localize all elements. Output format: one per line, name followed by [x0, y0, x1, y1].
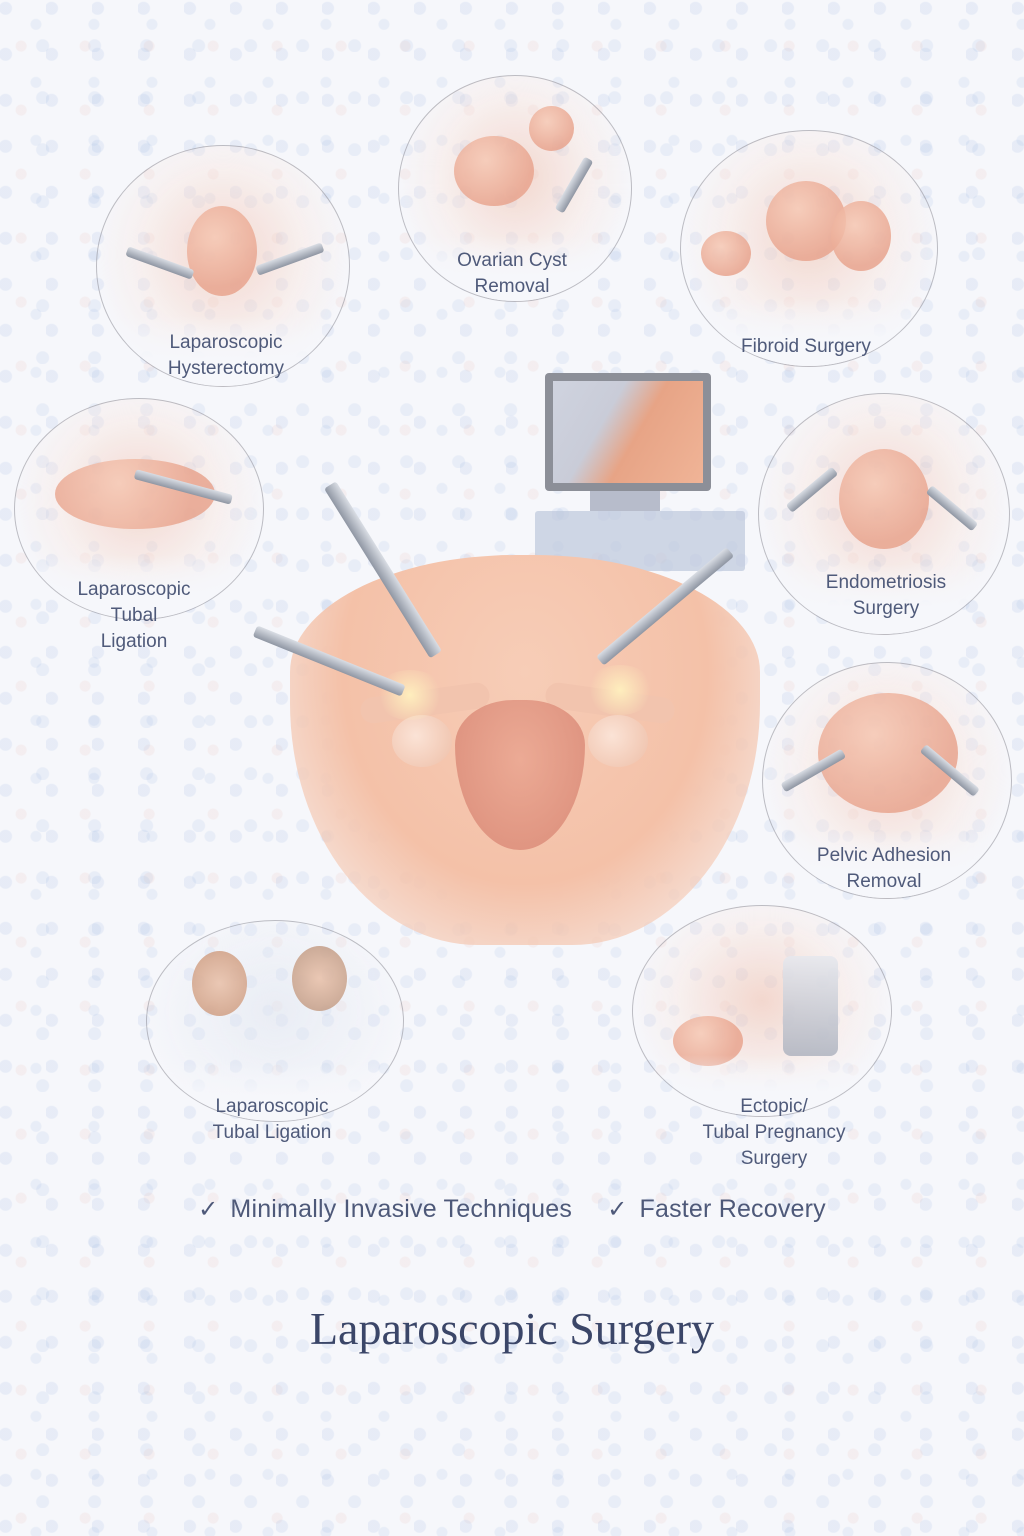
- cyst-illustration: [529, 106, 574, 151]
- uterus-illustration: [454, 136, 534, 206]
- vignette-endometriosis: [758, 393, 1010, 635]
- vignette-hysterectomy: [96, 145, 350, 387]
- fibroid-illustration: [701, 231, 751, 276]
- label-pelvic-adhesion: Pelvic Adhesion Removal: [816, 845, 952, 892]
- monitor-screen: [553, 381, 703, 483]
- vignette-ovarian-cyst: [398, 75, 632, 302]
- fibroid-illustration: [831, 201, 891, 271]
- instrument-icon: [255, 242, 325, 276]
- left-ovary: [392, 715, 452, 767]
- label-hysterectomy: Laparoscopic Hysterectomy: [167, 332, 285, 379]
- monitor-stand: [590, 491, 660, 511]
- check-icon: ✓: [607, 1196, 628, 1223]
- label-tubal-ligation-bottom: Laparoscopic Tubal Ligation: [212, 1096, 332, 1143]
- label-tubal-ligation-top: Laparoscopic Tubal Ligation: [77, 579, 191, 652]
- instrument-icon: [554, 156, 594, 214]
- vignette-fibroid: [680, 130, 938, 367]
- benefit-item: ✓Minimally Invasive Techniques: [198, 1195, 573, 1223]
- page-title: Laparoscopic Surgery: [309, 1303, 715, 1354]
- instrument-icon: [125, 246, 195, 280]
- tissue-illustration: [673, 1016, 743, 1066]
- patient-figure: [292, 946, 347, 1011]
- uterus-illustration: [187, 206, 257, 296]
- uterus-illustration: [839, 449, 929, 549]
- vignette-pelvic-adhesion: [762, 662, 1012, 899]
- benefits-list: ✓Minimally Invasive Techniques ✓Faster R…: [0, 1195, 1024, 1224]
- label-endometriosis: Endometriosis Surgery: [825, 572, 947, 619]
- benefit-item: ✓Faster Recovery: [607, 1195, 826, 1223]
- check-icon: ✓: [198, 1196, 219, 1223]
- specimen-container: [783, 956, 838, 1056]
- instrument-icon: [785, 466, 839, 513]
- label-ectopic: Ectopic/ Tubal Pregnancy Surgery: [702, 1096, 846, 1169]
- doctor-figure: [192, 951, 247, 1016]
- label-ovarian-cyst: Ovarian Cyst Removal: [457, 250, 567, 297]
- energy-glow: [585, 665, 655, 715]
- vignette-consultation: [146, 920, 404, 1122]
- vignette-ectopic: [632, 905, 892, 1117]
- label-fibroid: Fibroid Surgery: [741, 336, 871, 357]
- instrument-icon: [925, 485, 979, 532]
- laparoscope-monitor: [545, 373, 711, 491]
- right-ovary: [588, 715, 648, 767]
- vignette-tubal-ligation-top: [14, 398, 264, 620]
